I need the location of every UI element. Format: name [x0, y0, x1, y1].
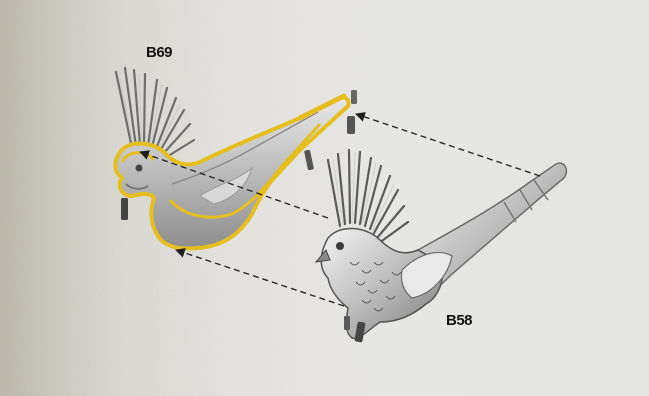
part-b69 [115, 68, 357, 249]
arrow-stem-to-tube [356, 114, 540, 176]
part-label-b69: B69 [146, 44, 172, 61]
part-b58 [316, 150, 566, 343]
b69-body-outline [115, 97, 348, 248]
part-label-b58: B58 [446, 312, 472, 329]
